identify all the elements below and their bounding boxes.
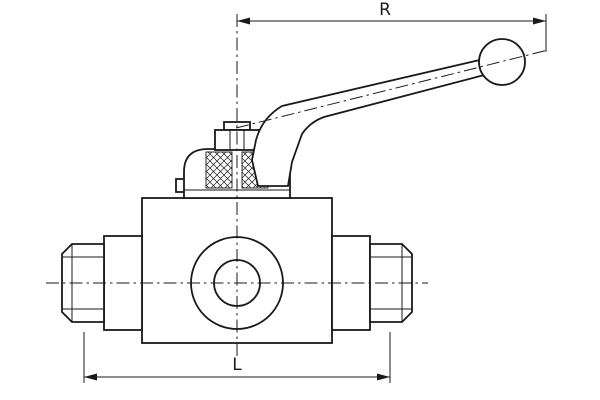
handle-ball-end	[478, 38, 526, 86]
dim-r-arrow-left	[237, 17, 250, 25]
handle-lever	[251, 54, 505, 187]
dim-r-arrow-right	[533, 17, 546, 25]
dimension-L: L	[83, 332, 391, 383]
dim-l-arrow-left	[84, 373, 97, 381]
dimension-r-label: R	[379, 0, 391, 20]
centerlines	[46, 14, 549, 358]
knurl-left	[205, 151, 233, 189]
left-port-fitting	[61, 235, 143, 331]
valve-handle	[251, 38, 526, 187]
dim-l-arrow-right	[377, 373, 390, 381]
dimension-l-label: L	[232, 355, 242, 375]
handle-axis-centerline	[235, 49, 549, 129]
dimension-R: R	[237, 0, 547, 52]
